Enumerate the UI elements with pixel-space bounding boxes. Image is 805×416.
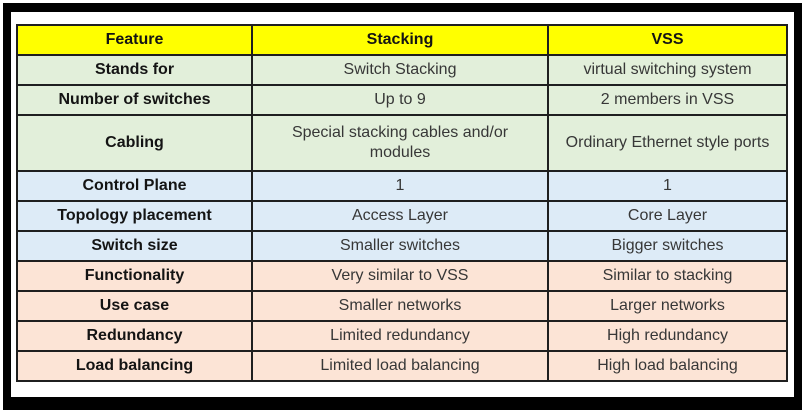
feature-cell: Cabling [16,114,253,172]
feature-cell: Number of switches [16,84,253,116]
stacking-cell: Smaller switches [251,230,549,262]
comparison-table: Feature Stacking VSS Stands for Switch S… [16,24,788,382]
table-row-number-of-switches: Number of switches Up to 9 2 members in … [16,84,788,116]
feature-cell: Switch size [16,230,253,262]
stacking-cell: Up to 9 [251,84,549,116]
feature-cell: Functionality [16,260,253,292]
column-header-vss: VSS [547,24,788,56]
feature-cell: Use case [16,290,253,322]
table-row-functionality: Functionality Very similar to VSS Simila… [16,260,788,292]
table-row-use-case: Use case Smaller networks Larger network… [16,290,788,322]
vss-cell: Core Layer [547,200,788,232]
vss-cell: Larger networks [547,290,788,322]
table-row-switch-size: Switch size Smaller switches Bigger swit… [16,230,788,262]
vss-cell: Ordinary Ethernet style ports [547,114,788,172]
feature-cell: Load balancing [16,350,253,382]
table-row-topology-placement: Topology placement Access Layer Core Lay… [16,200,788,232]
vss-cell: 2 members in VSS [547,84,788,116]
vss-cell: High redundancy [547,320,788,352]
stacking-cell: Limited redundancy [251,320,549,352]
vss-cell: Similar to stacking [547,260,788,292]
table-row-cabling: Cabling Special stacking cables and/or m… [16,114,788,172]
feature-cell: Topology placement [16,200,253,232]
header-row: Feature Stacking VSS [16,24,788,56]
vss-cell: Bigger switches [547,230,788,262]
table-row-stands-for: Stands for Switch Stacking virtual switc… [16,54,788,86]
feature-cell: Redundancy [16,320,253,352]
stacking-cell: 1 [251,170,549,202]
stacking-cell: Switch Stacking [251,54,549,86]
feature-cell: Control Plane [16,170,253,202]
stacking-cell: Special stacking cables and/or modules [251,114,549,172]
vss-cell: 1 [547,170,788,202]
feature-cell: Stands for [16,54,253,86]
table-row-control-plane: Control Plane 1 1 [16,170,788,202]
stacking-cell: Limited load balancing [251,350,549,382]
column-header-feature: Feature [16,24,253,56]
table-row-redundancy: Redundancy Limited redundancy High redun… [16,320,788,352]
table-row-load-balancing: Load balancing Limited load balancing Hi… [16,350,788,382]
screenshot-frame: Feature Stacking VSS Stands for Switch S… [3,3,802,410]
vss-cell: High load balancing [547,350,788,382]
stacking-cell: Very similar to VSS [251,260,549,292]
column-header-stacking: Stacking [251,24,549,56]
stacking-cell: Access Layer [251,200,549,232]
vss-cell: virtual switching system [547,54,788,86]
stacking-cell: Smaller networks [251,290,549,322]
